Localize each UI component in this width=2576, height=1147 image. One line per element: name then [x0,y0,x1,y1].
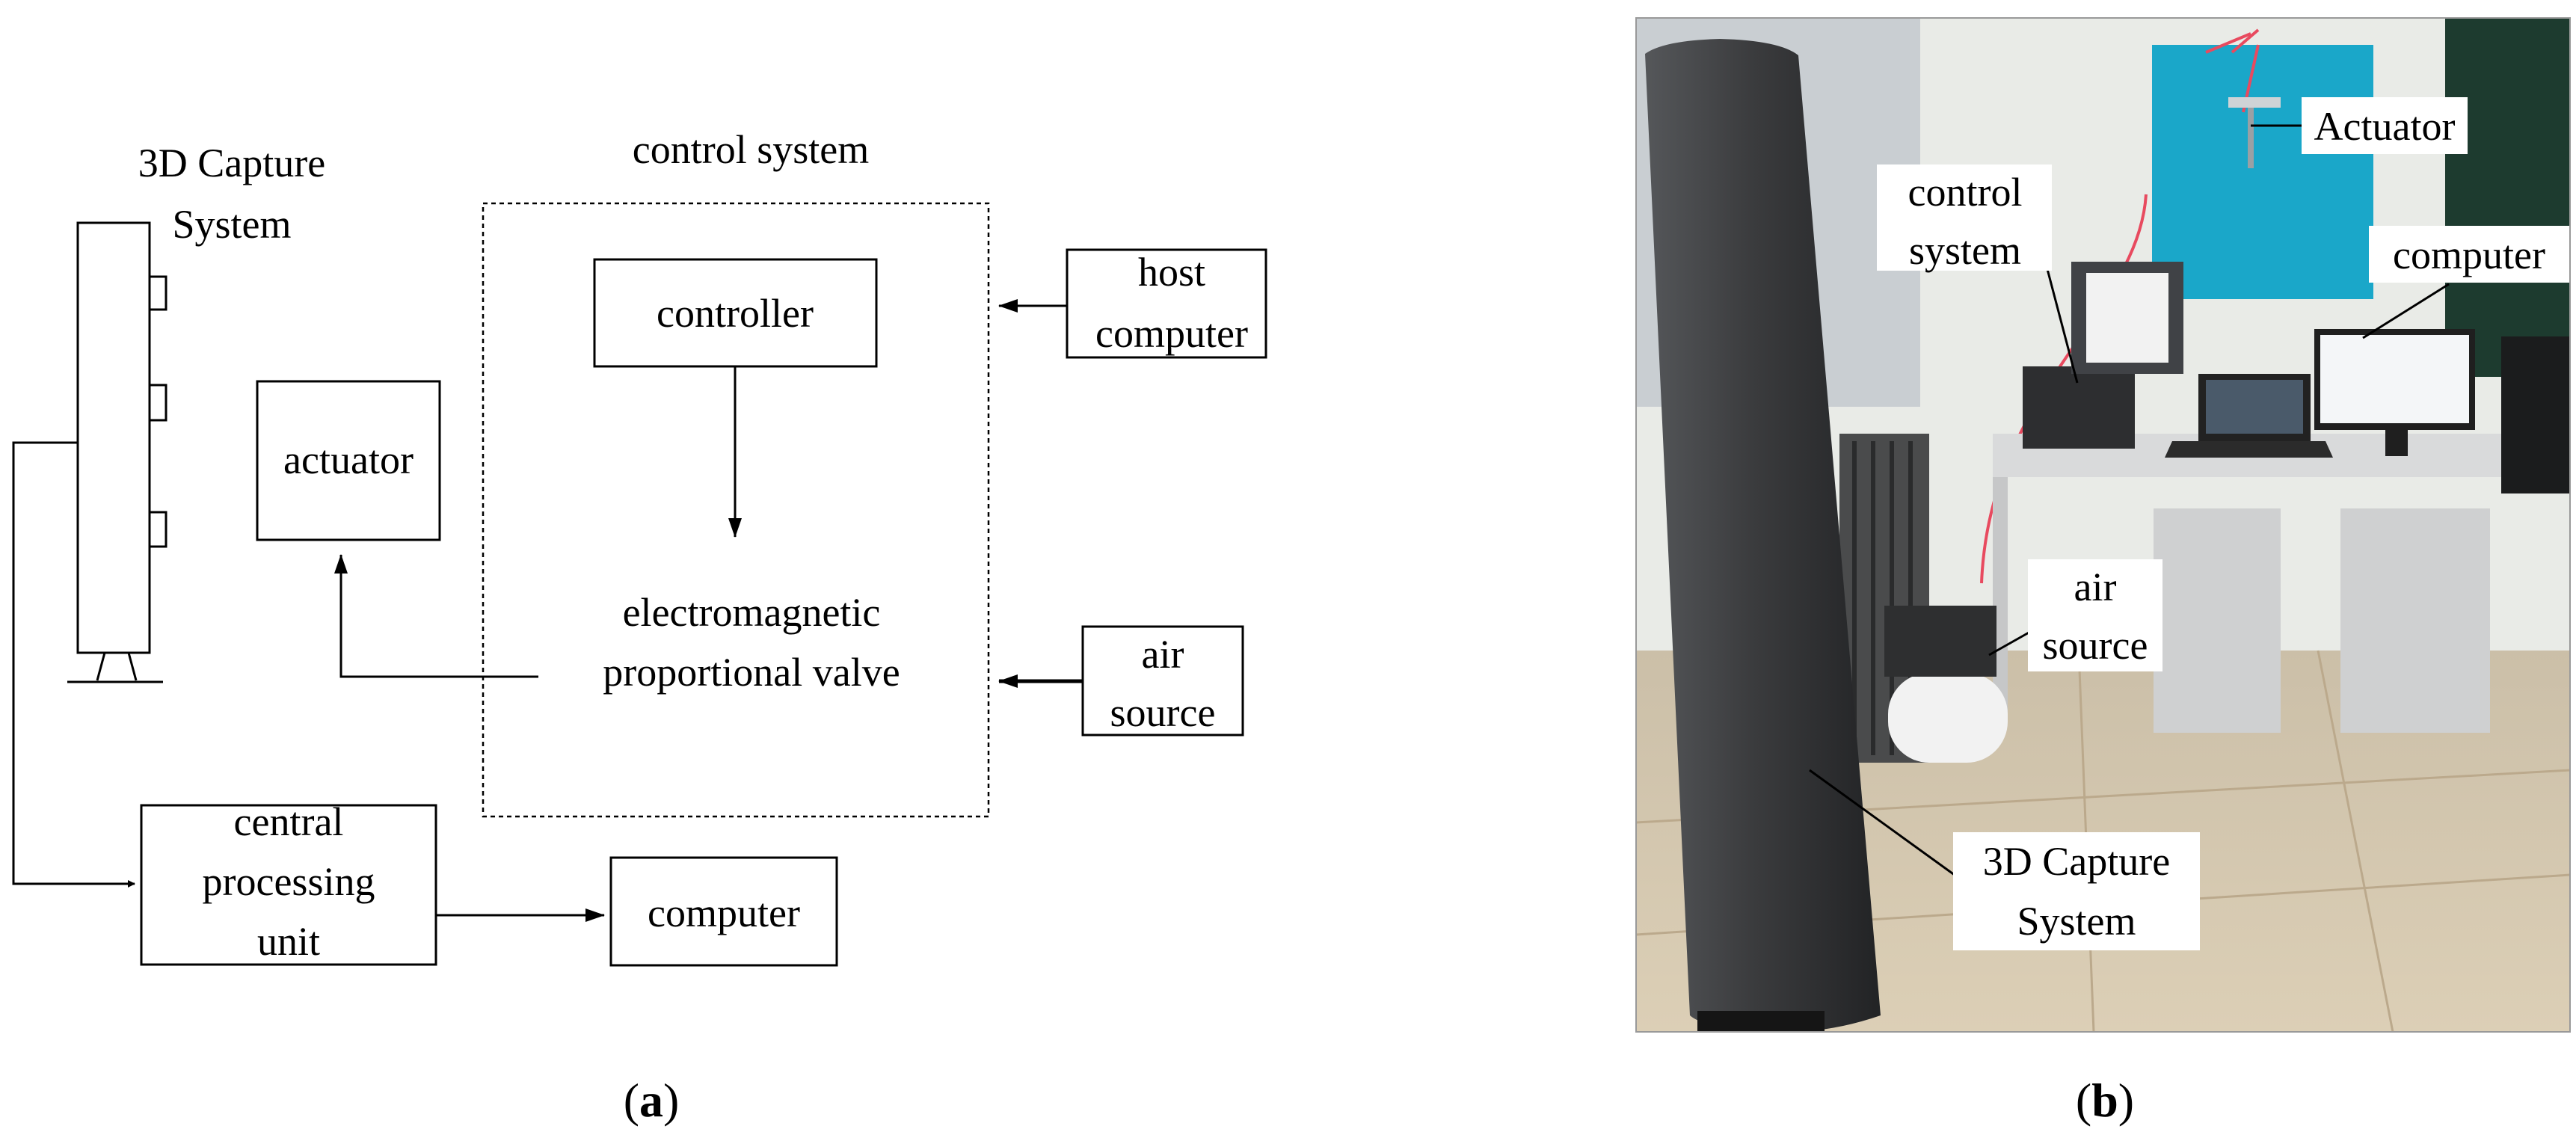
actuator-box [256,380,441,541]
capture-system-device [67,221,167,683]
photo-label-control-system-line1: control [1908,170,2023,215]
cpu-label-line3: unit [257,919,320,964]
controller-box [593,258,878,368]
caption-a-close: ) [663,1074,679,1127]
photo-label-control-system-line2: system [1909,228,2021,273]
air-source-label-line1: air [1142,632,1184,677]
host-computer-label-line2: computer [1095,311,1248,356]
capture-system-label-line1: 3D Capture [138,141,325,185]
photo-label-capture-system-line2: System [2017,899,2136,944]
actuator-label: actuator [283,437,414,482]
caption-b-close: ) [2118,1074,2134,1127]
photo-leader-lines [1809,124,2450,881]
host-computer-box [1066,248,1267,359]
lab-photo [1636,18,2570,1032]
panel-b-photo: Actuator control system computer air sou… [1635,17,2571,1127]
caption-a-open: ( [624,1074,639,1127]
photo-label-air-source-line1: air [2074,565,2117,609]
caption-b-open: ( [2076,1074,2091,1127]
caption-a-letter: a [639,1074,663,1127]
computer-label: computer [648,891,800,935]
valve-label-line2: proportional valve [603,650,900,695]
capture-system-label-line2: System [172,202,291,247]
photo-label-air-source-line2: source [2043,623,2148,668]
computer-box [609,856,838,967]
air-source-label-line2: source [1110,690,1216,735]
cpu-box [140,804,437,966]
capture-to-cpu-connector [12,441,135,888]
caption-b: (b) [2076,1074,2134,1127]
photo-label-actuator: Actuator [2314,104,2456,149]
host-computer-label-line1: host [1138,250,1205,295]
valve-label-line1: electromagnetic [623,590,881,635]
panel-a-block-diagram: 3D Capture System control system control… [12,127,1267,1127]
caption-a: (a) [624,1074,680,1127]
caption-b-letter: b [2091,1074,2118,1127]
photo-label-computer: computer [2393,233,2545,277]
cpu-label-line2: processing [203,859,375,904]
controller-label: controller [657,291,814,336]
control-system-title: control system [633,127,869,172]
cpu-label-line1: central [234,799,344,844]
photo-label-capture-system-line1: 3D Capture [1983,839,2170,884]
valve-to-actuator-arrow [334,554,538,678]
